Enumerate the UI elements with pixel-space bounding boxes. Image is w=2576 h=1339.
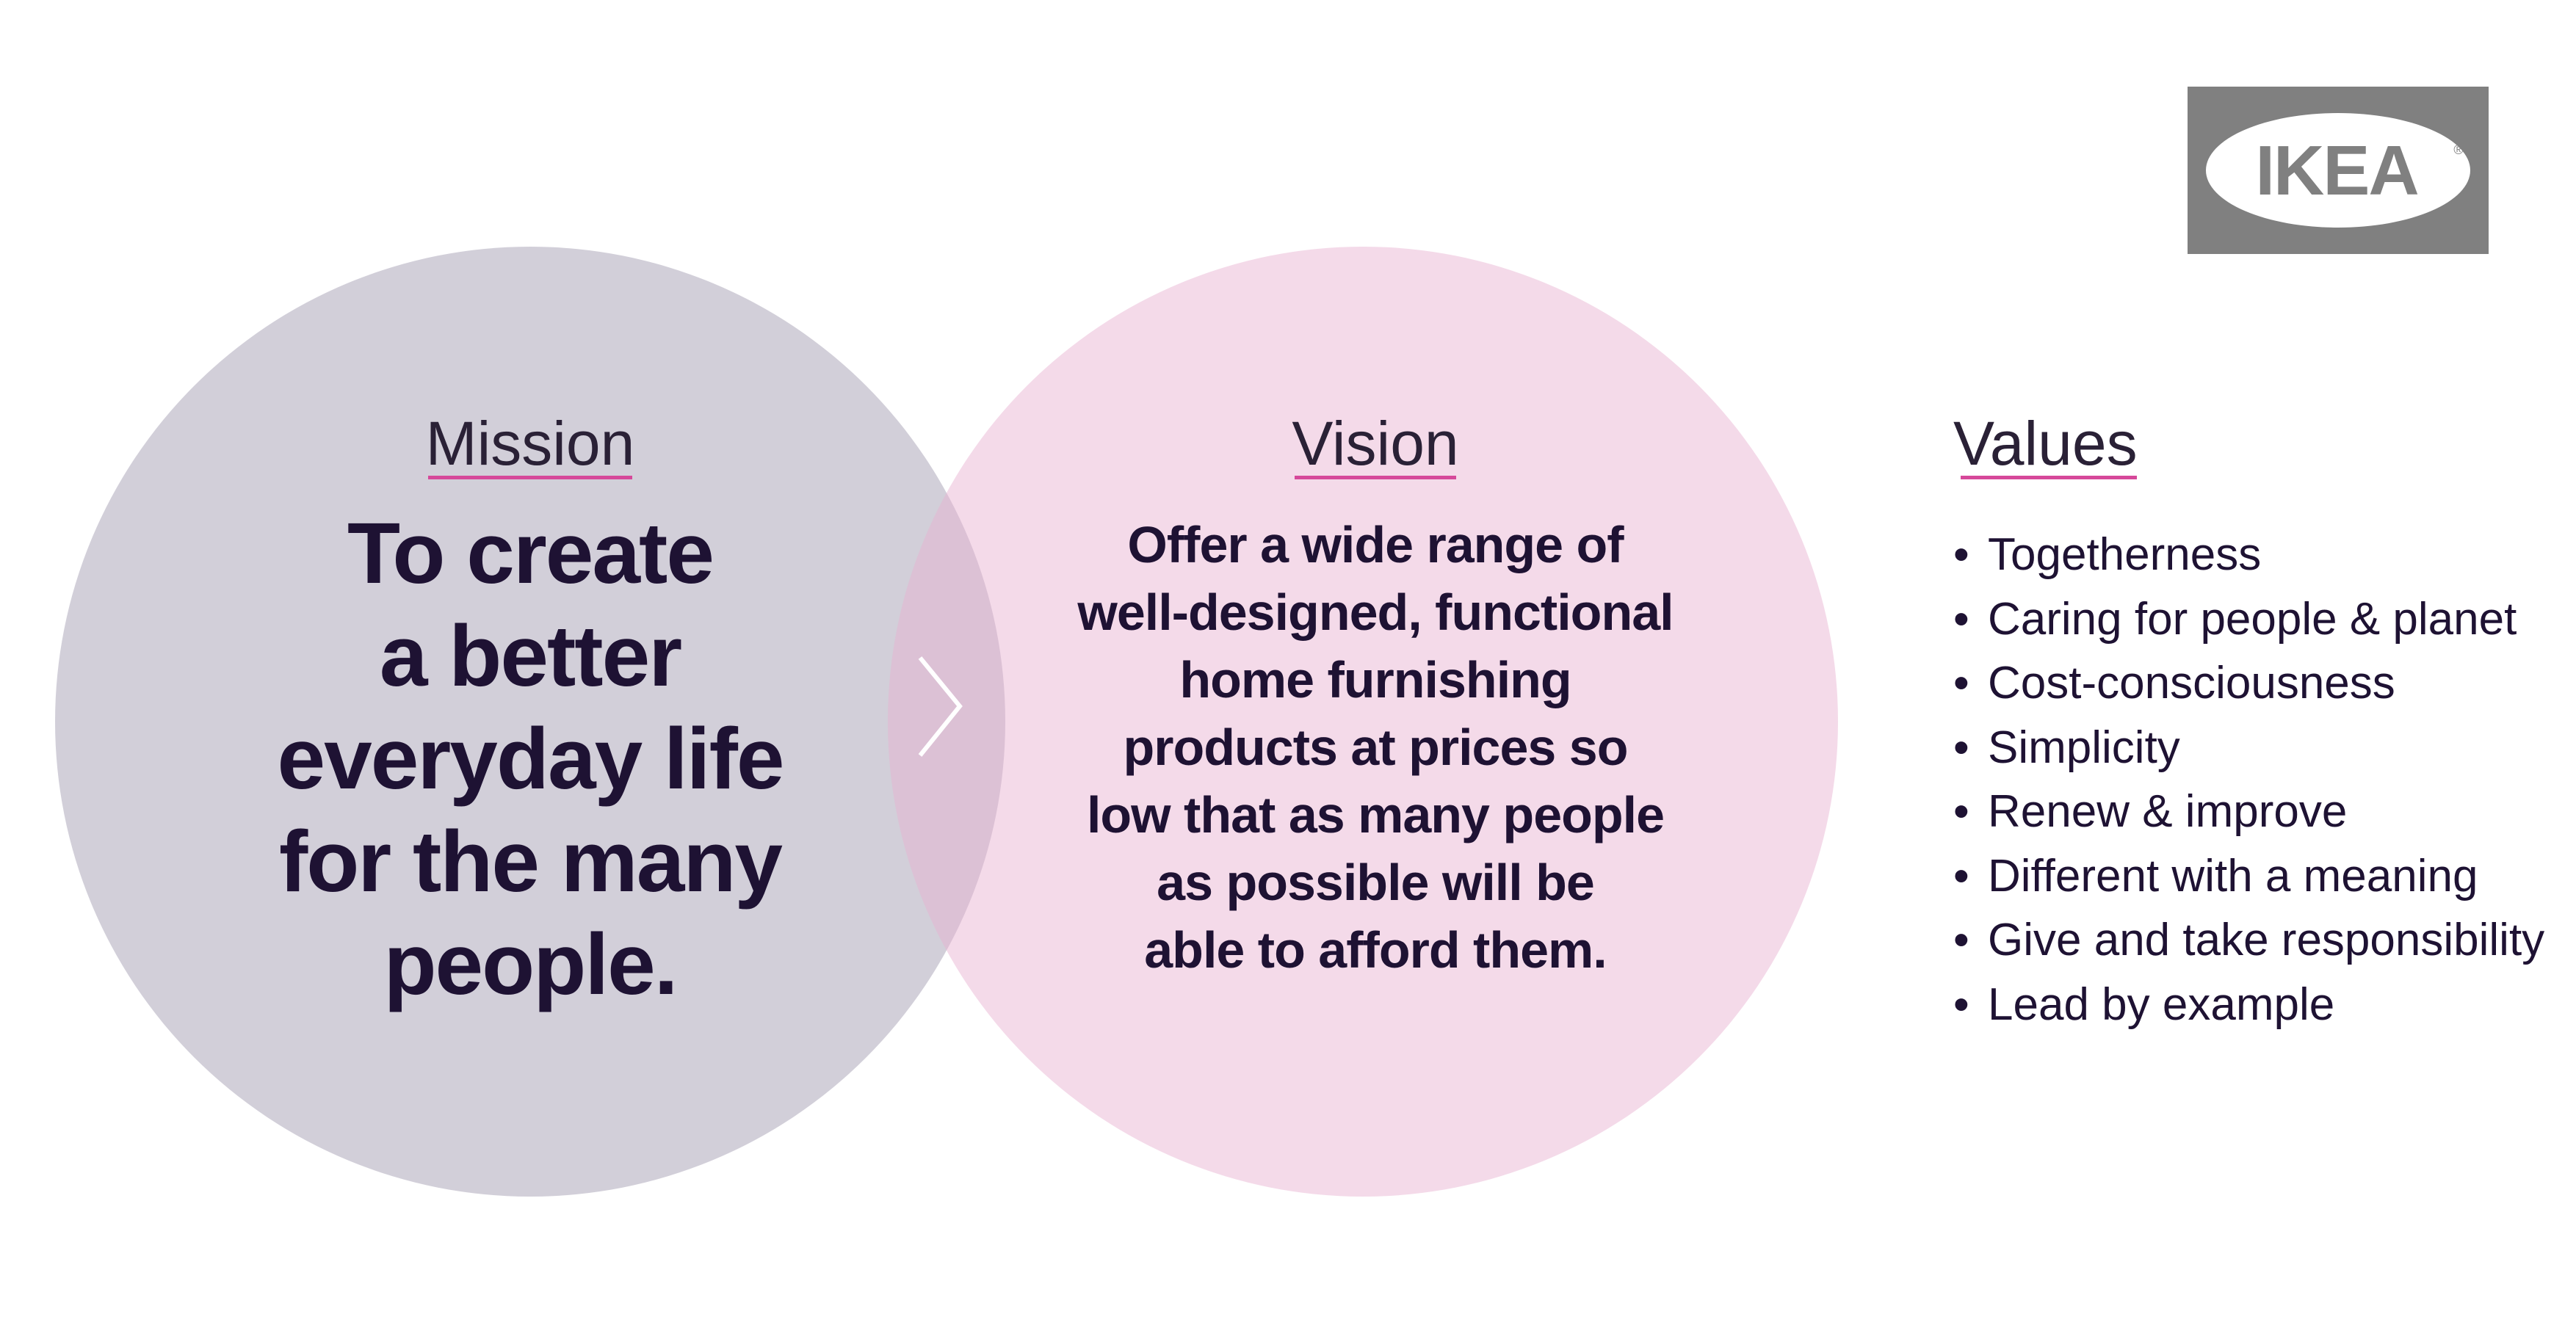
vision-heading-underline: [1295, 476, 1456, 479]
mission-statement: To create a better everyday life for the…: [236, 502, 824, 1016]
vision-circle: [888, 247, 1838, 1197]
values-list-item: Renew & improve: [1953, 780, 2544, 844]
mission-heading-underline: [428, 476, 632, 479]
vision-line: Offer a wide range of: [1127, 516, 1624, 573]
values-list-item: Caring for people & planet: [1953, 587, 2544, 652]
mission-circle: [55, 247, 1005, 1197]
mission-line: people.: [383, 916, 678, 1013]
values-list-item: Different with a meaning: [1953, 844, 2544, 909]
vision-heading: Vision: [1292, 409, 1459, 478]
vision-line: home furnishing: [1179, 651, 1571, 708]
ikea-logo: IKEA ®: [2188, 87, 2489, 254]
values-heading: Values: [1953, 409, 2138, 478]
vision-line: well-designed, functional: [1077, 584, 1674, 641]
vision-line: products at prices so: [1123, 719, 1629, 776]
mission-heading: Mission: [425, 409, 635, 478]
values-list-item: Give and take responsibility: [1953, 908, 2544, 973]
chevron-right-icon: [918, 656, 963, 757]
values-list-item: Cost-consciousness: [1953, 651, 2544, 716]
logo-wordmark: IKEA: [2255, 131, 2417, 210]
values-list: Togetherness Caring for people & planet …: [1953, 523, 2544, 1037]
vision-line: able to afford them.: [1144, 921, 1607, 979]
logo-registered-mark: ®: [2453, 142, 2463, 157]
vision-line: low that as many people: [1086, 786, 1665, 843]
vision-line: as possible will be: [1157, 854, 1595, 911]
logo-oval: [2206, 113, 2470, 228]
values-list-item: Lead by example: [1953, 973, 2544, 1037]
mission-line: for the many: [278, 813, 783, 910]
values-heading-underline: [1961, 476, 2137, 479]
mission-line: everyday life: [277, 711, 784, 808]
mission-line: a better: [379, 608, 682, 705]
mission-line: To create: [347, 505, 714, 602]
values-list-item: Simplicity: [1953, 716, 2544, 780]
vision-statement: Offer a wide range of well-designed, fun…: [1008, 511, 1743, 984]
values-list-item: Togetherness: [1953, 523, 2544, 587]
